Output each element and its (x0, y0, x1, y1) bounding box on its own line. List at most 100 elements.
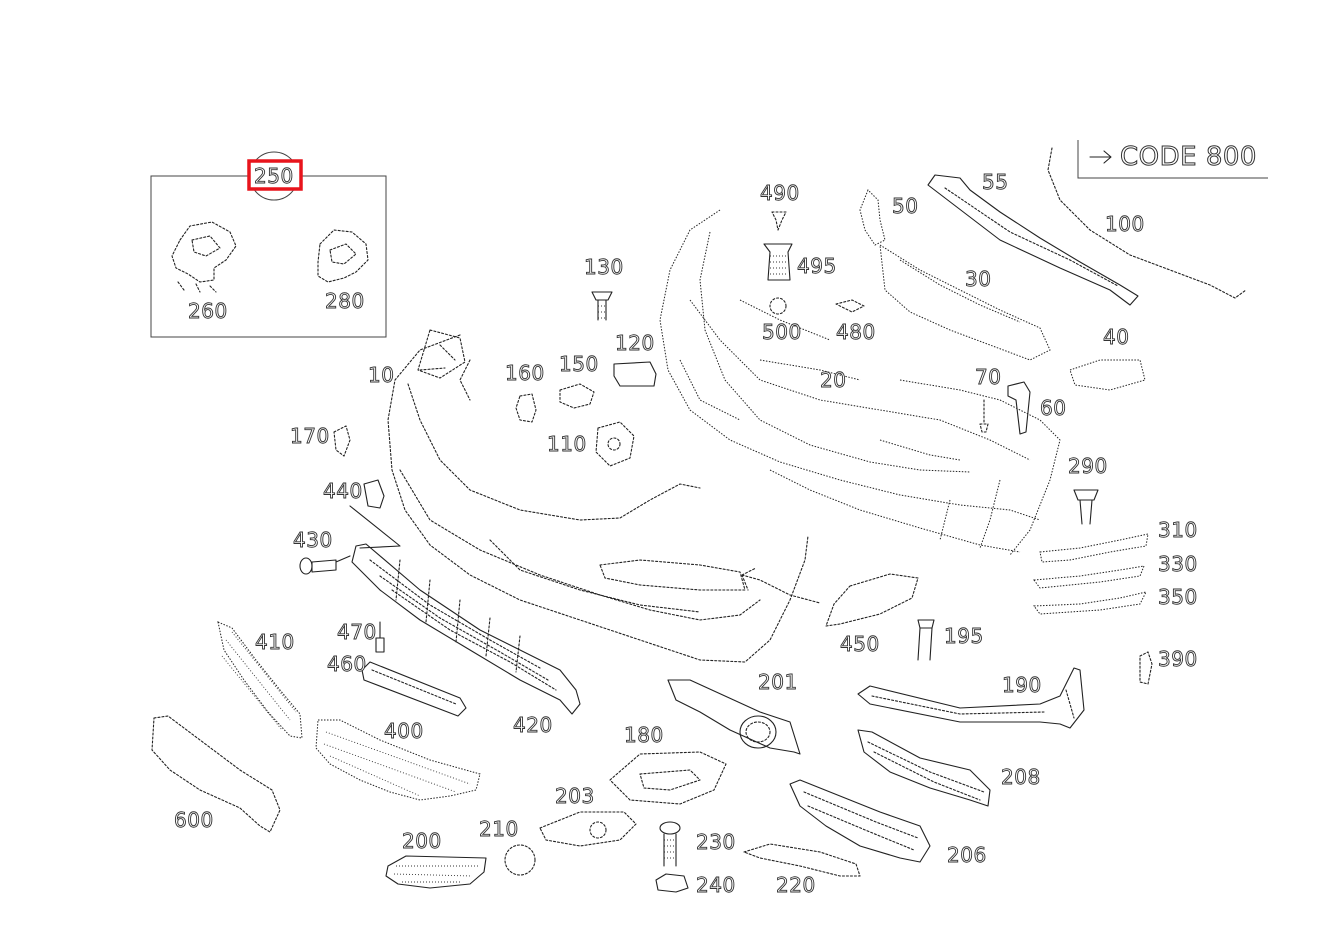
callout-203[interactable]: 203 (555, 784, 595, 809)
grille-201 (667, 679, 801, 755)
callout-208[interactable]: 208 (1001, 765, 1041, 790)
highlight-box-250[interactable] (247, 159, 303, 191)
frame-180 (609, 751, 727, 805)
callout-20[interactable]: 20 (820, 368, 847, 393)
inset-box: 250 260 280 (150, 151, 387, 338)
callout-190[interactable]: 190 (1002, 673, 1042, 698)
code-800-label: CODE 800 (1120, 142, 1257, 172)
bracket-260-tabs (177, 281, 217, 293)
callout-390[interactable]: 390 (1158, 647, 1198, 672)
trim-600 (151, 715, 281, 833)
callout-430[interactable]: 430 (293, 528, 333, 553)
clip-480 (835, 299, 865, 313)
grille-200 (385, 855, 487, 889)
callout-290[interactable]: 290 (1068, 454, 1108, 479)
callout-480[interactable]: 480 (836, 320, 876, 345)
callout-200[interactable]: 200 (402, 829, 442, 854)
cover-203 (539, 811, 637, 847)
cable-100 (1047, 147, 1247, 299)
callout-160[interactable]: 160 (505, 361, 545, 386)
callout-195[interactable]: 195 (944, 624, 984, 649)
part-160 (515, 393, 537, 423)
callout-170[interactable]: 170 (290, 424, 330, 449)
code-800-box: CODE 800 (1077, 140, 1268, 179)
callout-60[interactable]: 60 (1040, 396, 1067, 421)
strip-330 (1033, 565, 1145, 589)
grille-208 (857, 729, 991, 807)
strip-310 (1039, 533, 1149, 563)
callout-400[interactable]: 400 (384, 719, 424, 744)
callout-490[interactable]: 490 (760, 181, 800, 206)
cover-450 (825, 573, 919, 627)
strip-190 (857, 667, 1085, 729)
screw-430 (299, 555, 351, 575)
callout-55[interactable]: 55 (982, 170, 1009, 195)
bracket-280-shape (317, 229, 369, 283)
rivet-130 (591, 291, 613, 321)
callout-410[interactable]: 410 (255, 630, 295, 655)
part-150 (559, 383, 595, 409)
rivet-290 (1073, 489, 1099, 525)
callout-350[interactable]: 350 (1158, 585, 1198, 610)
bracket-440 (349, 479, 401, 549)
bracket-260-shape (171, 221, 237, 283)
callout-70[interactable]: 70 (975, 365, 1002, 390)
callout-130[interactable]: 130 (584, 255, 624, 280)
callout-460[interactable]: 460 (327, 652, 367, 677)
mesh-400 (315, 719, 481, 801)
strip-220 (743, 843, 861, 877)
beam-55 (927, 174, 1139, 306)
screw-70 (979, 399, 989, 433)
absorber-30 (879, 244, 1051, 361)
grille-420 (351, 543, 581, 715)
callout-50[interactable]: 50 (892, 194, 919, 219)
callout-110[interactable]: 110 (547, 432, 587, 457)
bumper-cover-10 (387, 329, 821, 663)
part-110 (595, 421, 635, 467)
callout-495[interactable]: 495 (797, 254, 837, 279)
cap-210 (504, 844, 536, 876)
callout-206[interactable]: 206 (947, 843, 987, 868)
callout-150[interactable]: 150 (559, 352, 599, 377)
callout-100[interactable]: 100 (1105, 212, 1145, 237)
grille-410 (217, 621, 303, 739)
callout-30[interactable]: 30 (965, 267, 992, 292)
grommet-495 (763, 243, 793, 281)
nut-500 (769, 297, 787, 315)
callout-230[interactable]: 230 (696, 830, 736, 855)
callout-10[interactable]: 10 (368, 363, 395, 388)
nut-240 (655, 873, 689, 893)
bracket-60 (1007, 381, 1031, 435)
callout-330[interactable]: 330 (1158, 552, 1198, 577)
callout-500[interactable]: 500 (762, 320, 802, 345)
callout-210[interactable]: 210 (479, 817, 519, 842)
callout-450[interactable]: 450 (840, 632, 880, 657)
callout-310[interactable]: 310 (1158, 518, 1198, 543)
callout-440[interactable]: 440 (323, 479, 363, 504)
strip-350 (1033, 591, 1147, 615)
callout-201[interactable]: 201 (758, 670, 798, 695)
callout-420[interactable]: 420 (513, 713, 553, 738)
callout-600[interactable]: 600 (174, 808, 214, 833)
support-20 (659, 209, 1061, 556)
callout-120[interactable]: 120 (615, 331, 655, 356)
screw-230 (659, 821, 681, 867)
callout-40[interactable]: 40 (1103, 325, 1130, 350)
clip-470 (375, 621, 385, 653)
callout-470[interactable]: 470 (337, 620, 377, 645)
rivet-195 (917, 619, 935, 661)
part-170 (333, 425, 351, 457)
strip-460 (361, 661, 467, 717)
callout-250[interactable]: 250 (254, 164, 294, 189)
callout-240[interactable]: 240 (696, 873, 736, 898)
bracket-50 (859, 189, 886, 246)
callout-280[interactable]: 280 (325, 289, 365, 314)
callout-220[interactable]: 220 (776, 873, 816, 898)
grille-206 (789, 779, 931, 863)
clip-390 (1139, 651, 1153, 685)
callout-260[interactable]: 260 (188, 299, 228, 324)
bracket-40 (1069, 359, 1146, 391)
callout-180[interactable]: 180 (624, 723, 664, 748)
clip-490 (771, 211, 787, 231)
